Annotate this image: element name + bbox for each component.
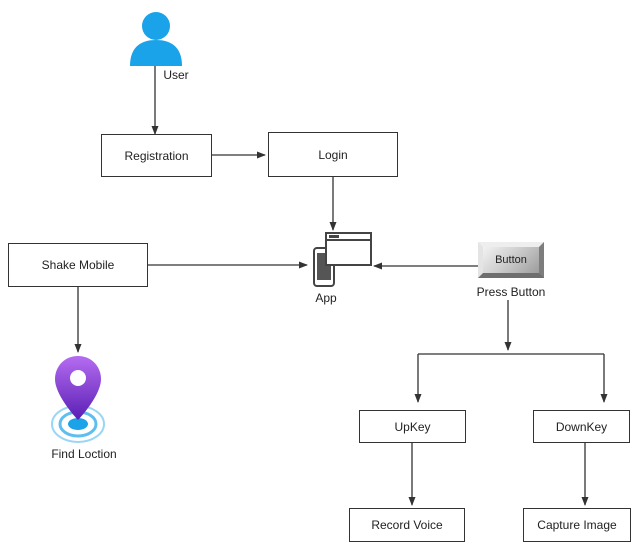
- user-label: User: [163, 68, 189, 82]
- record-voice-label: Record Voice: [371, 518, 443, 532]
- downkey-label: DownKey: [555, 419, 608, 434]
- upkey-box[interactable]: UpKey: [359, 410, 466, 443]
- record-voice-box[interactable]: Record Voice: [349, 508, 465, 542]
- upkey-label: UpKey: [394, 419, 431, 434]
- capture-image-box[interactable]: Capture Image: [523, 508, 631, 542]
- mobile-browser-icon: [313, 232, 372, 287]
- login-label: Login: [318, 147, 348, 162]
- shake-mobile-box[interactable]: Shake Mobile: [8, 243, 148, 287]
- app-label: App: [315, 291, 337, 305]
- registration-box[interactable]: Registration: [101, 134, 212, 177]
- location-pin-icon: [51, 356, 105, 443]
- press-button-label: Press Button: [476, 285, 546, 299]
- registration-label: Registration: [124, 148, 189, 163]
- user-icon: [130, 12, 182, 66]
- shake-mobile-label: Shake Mobile: [41, 258, 115, 272]
- button-node-label: Button: [495, 254, 527, 266]
- button-node[interactable]: Button: [478, 242, 544, 278]
- login-box[interactable]: Login: [268, 132, 398, 177]
- capture-image-label: Capture Image: [537, 518, 617, 532]
- downkey-box[interactable]: DownKey: [533, 410, 630, 443]
- find-location-label: Find Loction: [51, 447, 117, 461]
